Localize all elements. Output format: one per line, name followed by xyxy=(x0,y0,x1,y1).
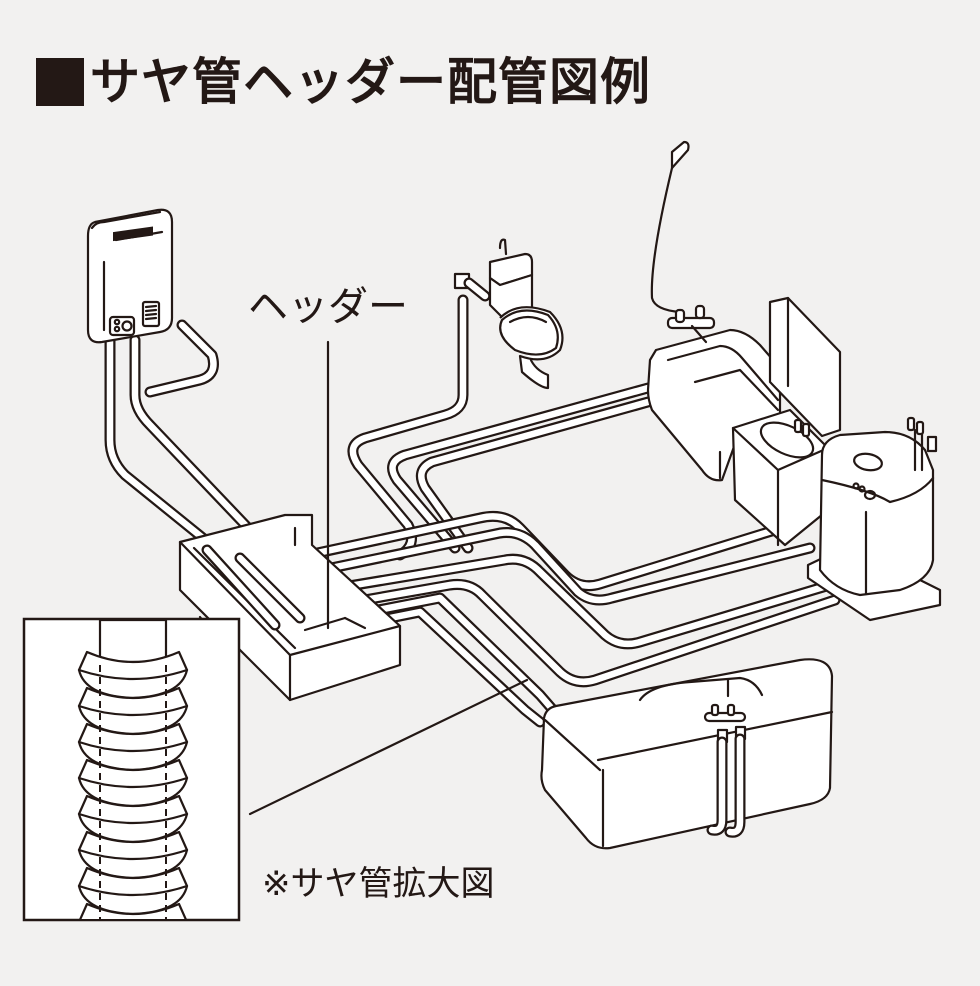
sheath-ring xyxy=(77,650,189,700)
sheath-ring-edge xyxy=(77,848,189,861)
pipe-heater-cold xyxy=(129,334,256,536)
sheath-ring xyxy=(77,830,189,880)
sheath-ring-edge xyxy=(77,812,189,825)
sheath-ring-edge xyxy=(77,884,189,897)
water-heater xyxy=(86,208,174,344)
side-vent-icon xyxy=(141,300,161,328)
pipe-bath-1 xyxy=(387,382,654,554)
sheath-ring xyxy=(77,722,189,772)
page-title: サヤ管ヘッダー配管図例 xyxy=(36,52,651,112)
pipe-bath-2 xyxy=(415,396,654,554)
header-label: ヘッダー xyxy=(248,284,408,330)
vent-grille-icon xyxy=(113,226,153,242)
pipe-toilet xyxy=(347,294,469,561)
pipe-heater-hot xyxy=(104,334,236,566)
washbasin xyxy=(731,408,830,547)
machine-faucet xyxy=(906,416,938,472)
sheath-ring xyxy=(77,794,189,844)
bathtub-back xyxy=(646,304,782,482)
bathtub-front xyxy=(540,658,834,850)
sheath-ring xyxy=(77,758,189,808)
corrugated-sheath xyxy=(77,650,189,931)
inner-pipe xyxy=(98,620,168,664)
sheath-pipe-inset xyxy=(22,617,241,931)
square-bullet-icon xyxy=(36,58,84,106)
pipe-heater-supply xyxy=(144,319,219,398)
inset-leader-line xyxy=(248,678,529,816)
front-bath-faucet xyxy=(703,703,747,838)
sheath-ring xyxy=(77,866,189,916)
sheath-ring-edge xyxy=(77,740,189,753)
washing-machine xyxy=(806,416,942,622)
pipe-network xyxy=(104,294,841,728)
title-text: サヤ管ヘッダー配管図例 xyxy=(90,53,651,111)
bath-faucet xyxy=(666,304,716,344)
sheath-ring-edge xyxy=(77,776,189,789)
shower-head-icon xyxy=(670,140,690,170)
sheath-ring-edge xyxy=(79,922,187,931)
sheath-ring xyxy=(79,902,187,919)
sheath-ring-edge xyxy=(77,704,189,717)
sheath-ring xyxy=(77,686,189,736)
inset-caption: ※サヤ管拡大図 xyxy=(262,864,495,904)
sheath-ring-edge xyxy=(77,668,189,681)
toilet xyxy=(453,238,564,390)
shower xyxy=(650,140,690,314)
